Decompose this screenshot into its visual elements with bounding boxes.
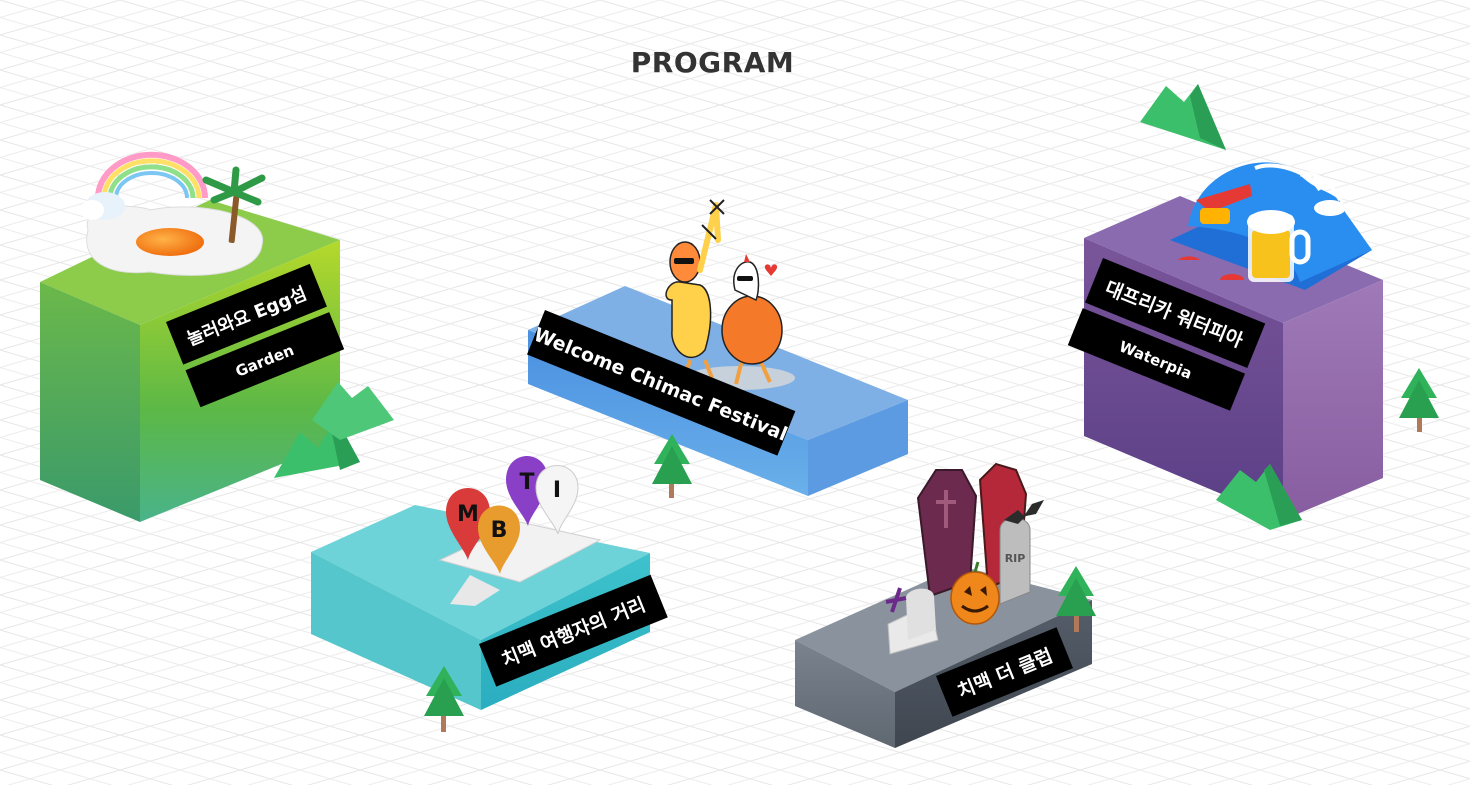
mbti-pin-t: T [519,470,534,495]
mbti-pin-i: I [553,478,561,503]
mbti-map-pins-icon: M B T I [438,456,602,606]
fried-egg-island-icon [80,151,266,276]
program-card-chimac-festival[interactable]: Welcome Chimac Festival [526,199,908,496]
pine-tree-icon [1056,566,1096,632]
program-card-chimac-the-club[interactable]: RIP 치맥 더 클럽 [795,462,1092,748]
mbti-pin-b: B [491,518,508,543]
page-title: PROGRAM [630,46,795,79]
water-wave-beer-icon [1170,162,1372,290]
program-card-mbti-street[interactable]: M B T I 치맥 여행자의 거리 [311,456,668,710]
program-card-waterpia[interactable]: 대프리카 워터피아 Waterpia [1067,162,1383,520]
pine-tree-icon [424,666,464,732]
tombstone-label: RIP [1005,552,1026,565]
mbti-pin-m: M [457,502,479,527]
green-mountain-icon [274,382,394,478]
green-mountain-icon [1140,84,1226,150]
pine-tree-icon [652,434,692,498]
pine-tree-icon [1399,368,1439,432]
halloween-coffins-icon: RIP [885,462,1044,655]
green-mountain-icon [1216,464,1302,530]
